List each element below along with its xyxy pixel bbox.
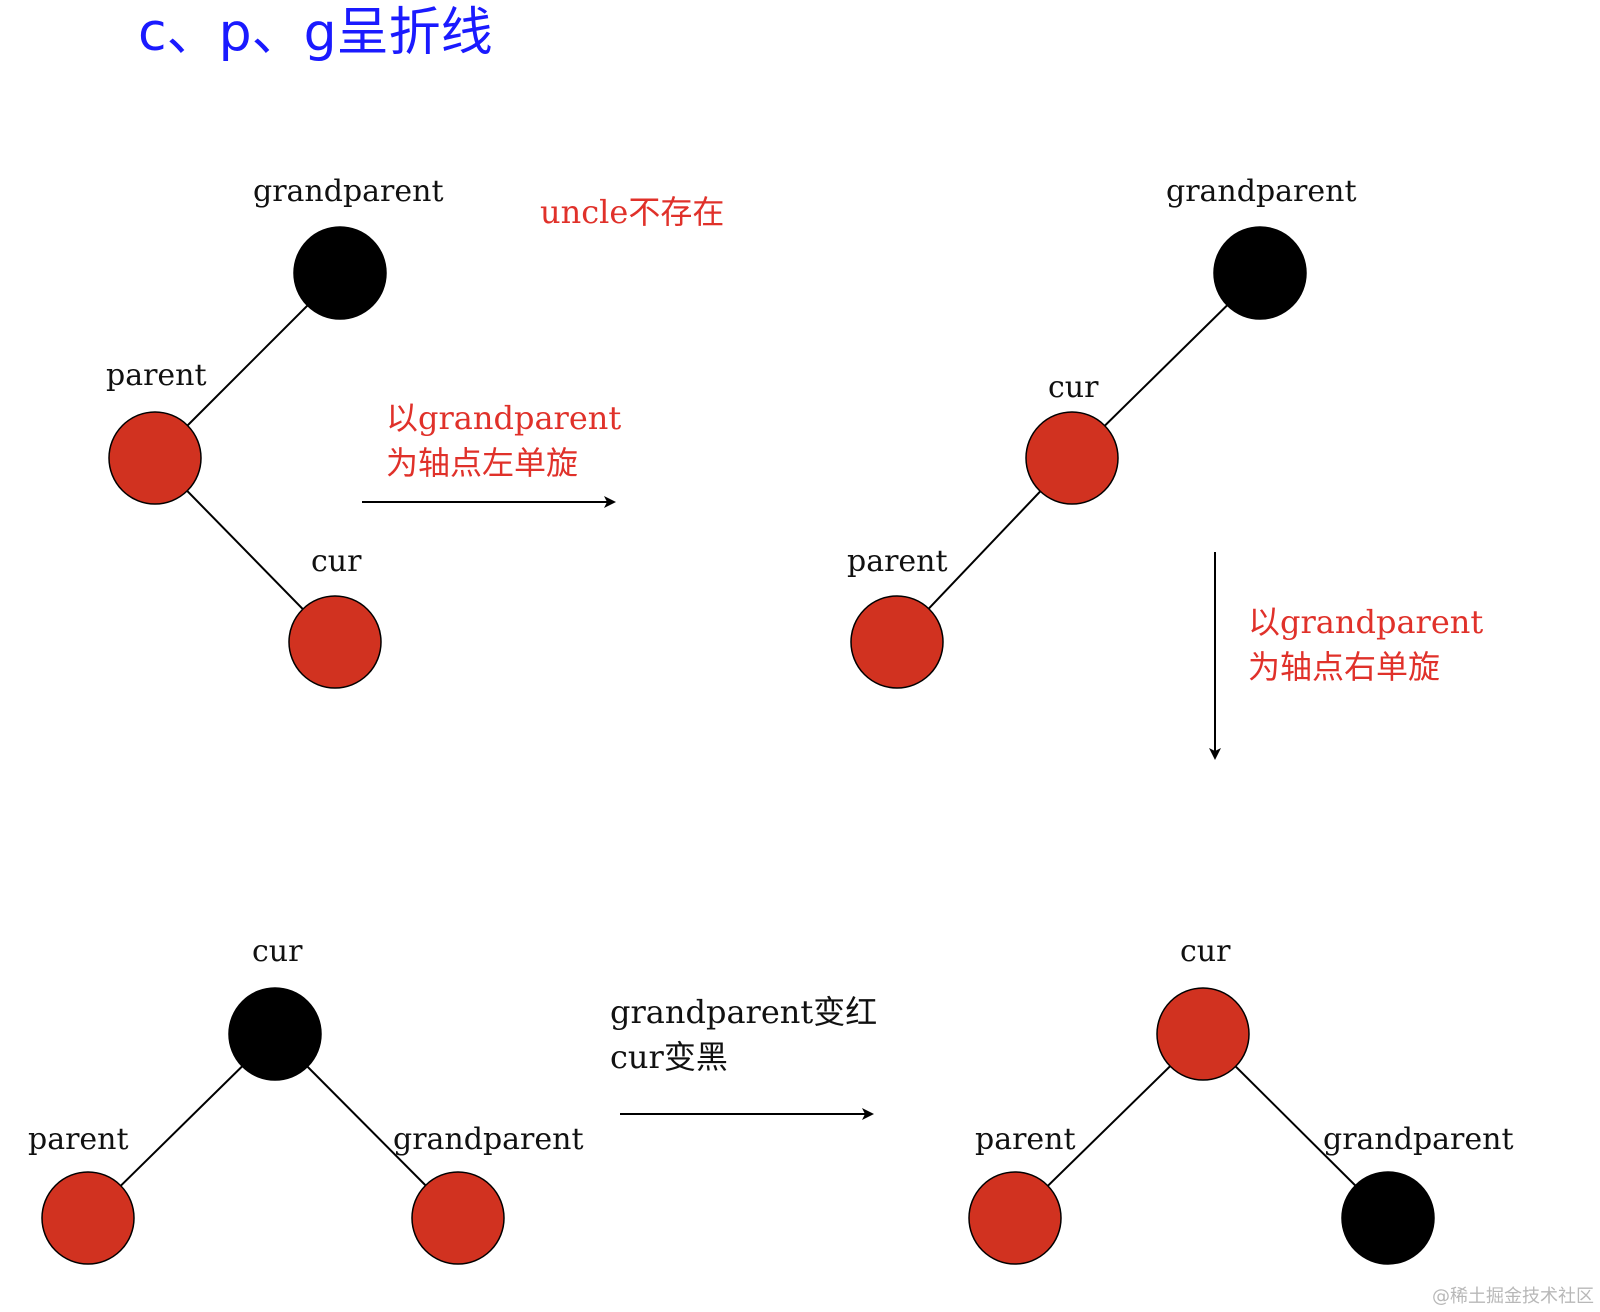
node-cur	[228, 987, 322, 1081]
watermark: @稀土掘金技术社区	[1432, 1286, 1594, 1307]
node-grandparent	[1341, 1171, 1435, 1265]
annotation-rotate-left: 以grandparent 为轴点左单旋	[386, 396, 621, 486]
annotation-line: 以grandparent	[386, 399, 622, 437]
label-cur: cur	[311, 544, 362, 579]
node-cur	[1025, 411, 1119, 505]
label-grandparent: grandparent	[253, 174, 444, 209]
annotation-recolor: grandparent变红 cur变黑	[610, 990, 877, 1080]
node-parent	[968, 1171, 1062, 1265]
label-grandparent: grandparent	[1323, 1122, 1514, 1157]
annotation-line: cur变黑	[610, 1037, 728, 1076]
node-parent	[108, 411, 202, 505]
label-parent: parent	[975, 1122, 1076, 1157]
label-cur: cur	[1048, 370, 1099, 405]
annotation-line: 为轴点右单旋	[1248, 647, 1441, 686]
label-parent: parent	[847, 544, 948, 579]
node-cur	[288, 595, 382, 689]
node-grandparent	[293, 226, 387, 320]
label-cur: cur	[1180, 934, 1231, 969]
note-uncle-absent: uncle不存在	[540, 193, 725, 231]
node-parent	[41, 1171, 135, 1265]
node-cur	[1156, 987, 1250, 1081]
annotation-line: grandparent变红	[610, 993, 878, 1031]
label-parent: parent	[106, 358, 207, 393]
label-cur: cur	[252, 934, 303, 969]
page-title: c、p、g呈折线	[138, 3, 493, 63]
annotation-rotate-right: 以grandparent 为轴点右单旋	[1248, 600, 1483, 690]
node-parent	[850, 595, 944, 689]
label-grandparent: grandparent	[1166, 174, 1357, 209]
node-grandparent	[411, 1171, 505, 1265]
node-grandparent	[1213, 226, 1307, 320]
annotation-line: 以grandparent	[1248, 603, 1484, 641]
label-parent: parent	[28, 1122, 129, 1157]
label-grandparent: grandparent	[393, 1122, 584, 1157]
annotation-line: 为轴点左单旋	[386, 443, 579, 482]
